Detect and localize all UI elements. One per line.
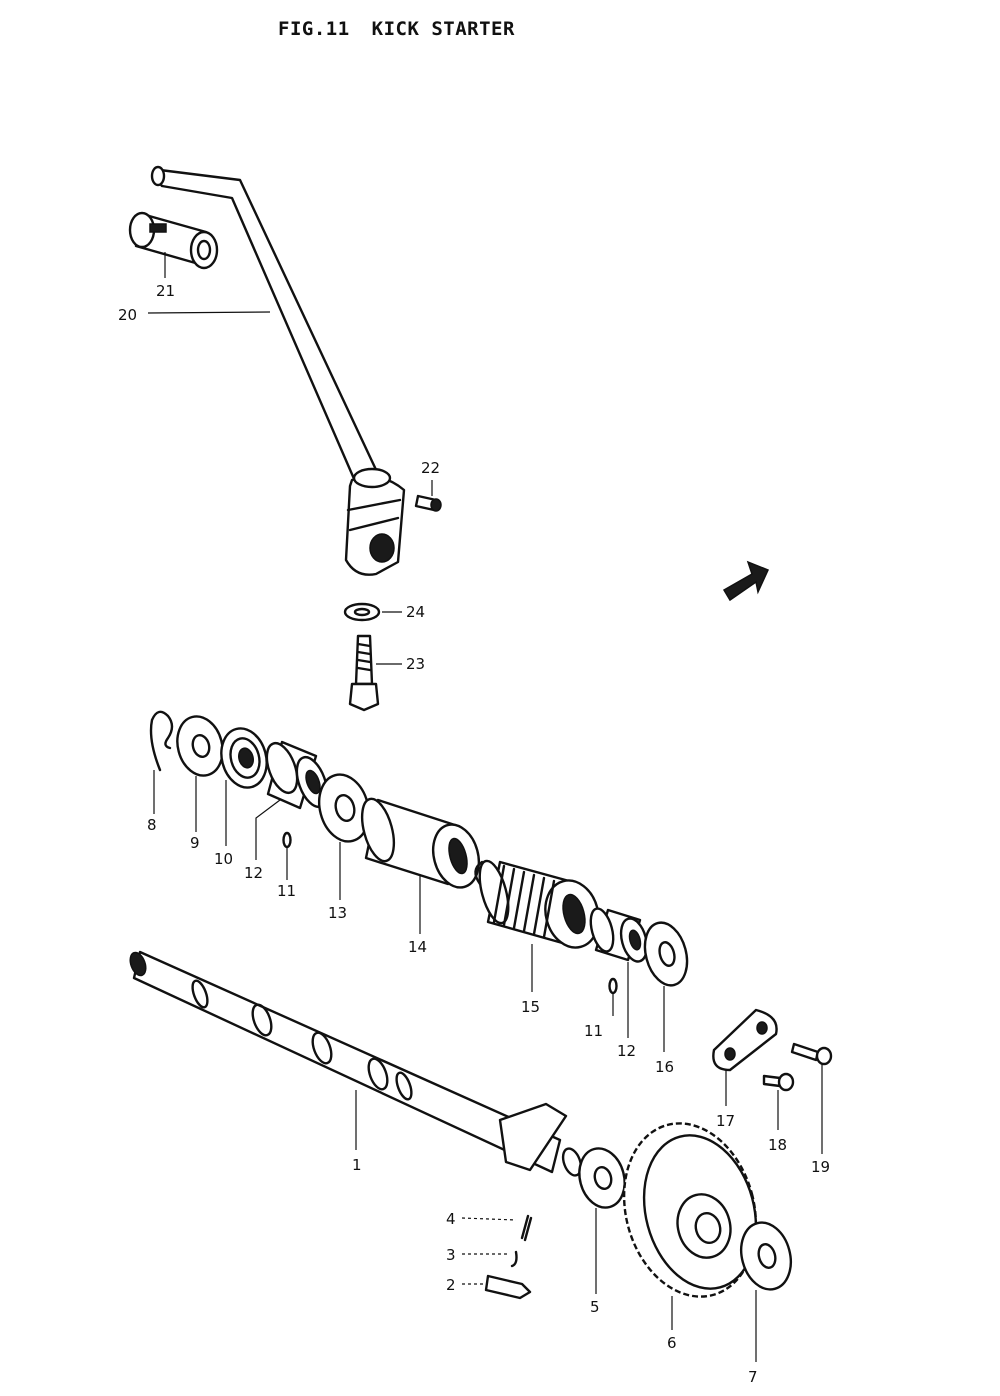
part-drive-gear-6 <box>622 1122 758 1298</box>
part-stopper-2 <box>484 1274 532 1300</box>
callout-18: 18 <box>768 1136 787 1154</box>
callout-14: 14 <box>408 938 427 956</box>
callout-3: 3 <box>446 1246 456 1264</box>
callout-20: 20 <box>118 306 137 324</box>
part-washer-16 <box>643 921 689 987</box>
part-pin-11a <box>282 831 292 849</box>
callout-2: 2 <box>446 1276 456 1294</box>
callout-12a: 12 <box>244 864 263 882</box>
part-bushing-12b <box>589 907 649 963</box>
part-kick-shaft-1 <box>129 950 583 1177</box>
callout-15: 15 <box>521 998 540 1016</box>
part-pin-11b <box>608 977 618 995</box>
callout-23: 23 <box>406 655 425 673</box>
callout-16: 16 <box>655 1058 674 1076</box>
part-washer-5 <box>578 1147 626 1209</box>
figure-number: FIG.11 <box>278 18 350 40</box>
part-bolt-23 <box>348 634 380 712</box>
part-washer-9 <box>176 715 224 777</box>
callout-12b: 12 <box>617 1042 636 1060</box>
callout-13: 13 <box>328 904 347 922</box>
part-spring-4 <box>520 1214 533 1242</box>
callout-1: 1 <box>352 1156 362 1174</box>
part-bearing-10 <box>220 727 268 789</box>
callout-9: 9 <box>190 834 200 852</box>
callout-numbers: 21 20 22 24 23 8 9 10 12 11 13 14 15 11 … <box>118 282 830 1386</box>
callout-21: 21 <box>156 282 175 300</box>
part-spring-guide-14 <box>360 797 481 889</box>
part-pin-3 <box>510 1250 518 1268</box>
callout-11a: 11 <box>277 882 296 900</box>
callout-6: 6 <box>667 1334 677 1352</box>
callout-4: 4 <box>446 1210 456 1228</box>
front-direction-arrow <box>722 560 770 602</box>
figure-name: KICK STARTER <box>371 18 515 40</box>
callout-7: 7 <box>748 1368 758 1386</box>
part-washer-7 <box>740 1221 792 1291</box>
part-lever-rubber <box>128 211 219 270</box>
callout-22: 22 <box>421 459 440 477</box>
callout-8: 8 <box>147 816 157 834</box>
part-circlip-8 <box>149 710 174 772</box>
figure-title: FIG.11 KICK STARTER <box>278 18 515 40</box>
callout-10: 10 <box>214 850 233 868</box>
part-screw-18 <box>762 1072 795 1092</box>
part-kick-lever <box>150 165 406 576</box>
part-guide-plate-17 <box>712 1008 778 1072</box>
callout-17: 17 <box>716 1112 735 1130</box>
leader-lines <box>147 252 823 1362</box>
callout-24: 24 <box>406 603 425 621</box>
callout-11b: 11 <box>584 1022 603 1040</box>
part-lever-bolt <box>414 494 442 512</box>
part-kick-spring-15 <box>474 859 600 949</box>
part-washer-24 <box>343 602 381 622</box>
callout-19: 19 <box>811 1158 830 1176</box>
part-screw-19 <box>790 1042 833 1066</box>
part-bushing-12a <box>265 740 329 810</box>
callout-5: 5 <box>590 1298 600 1316</box>
